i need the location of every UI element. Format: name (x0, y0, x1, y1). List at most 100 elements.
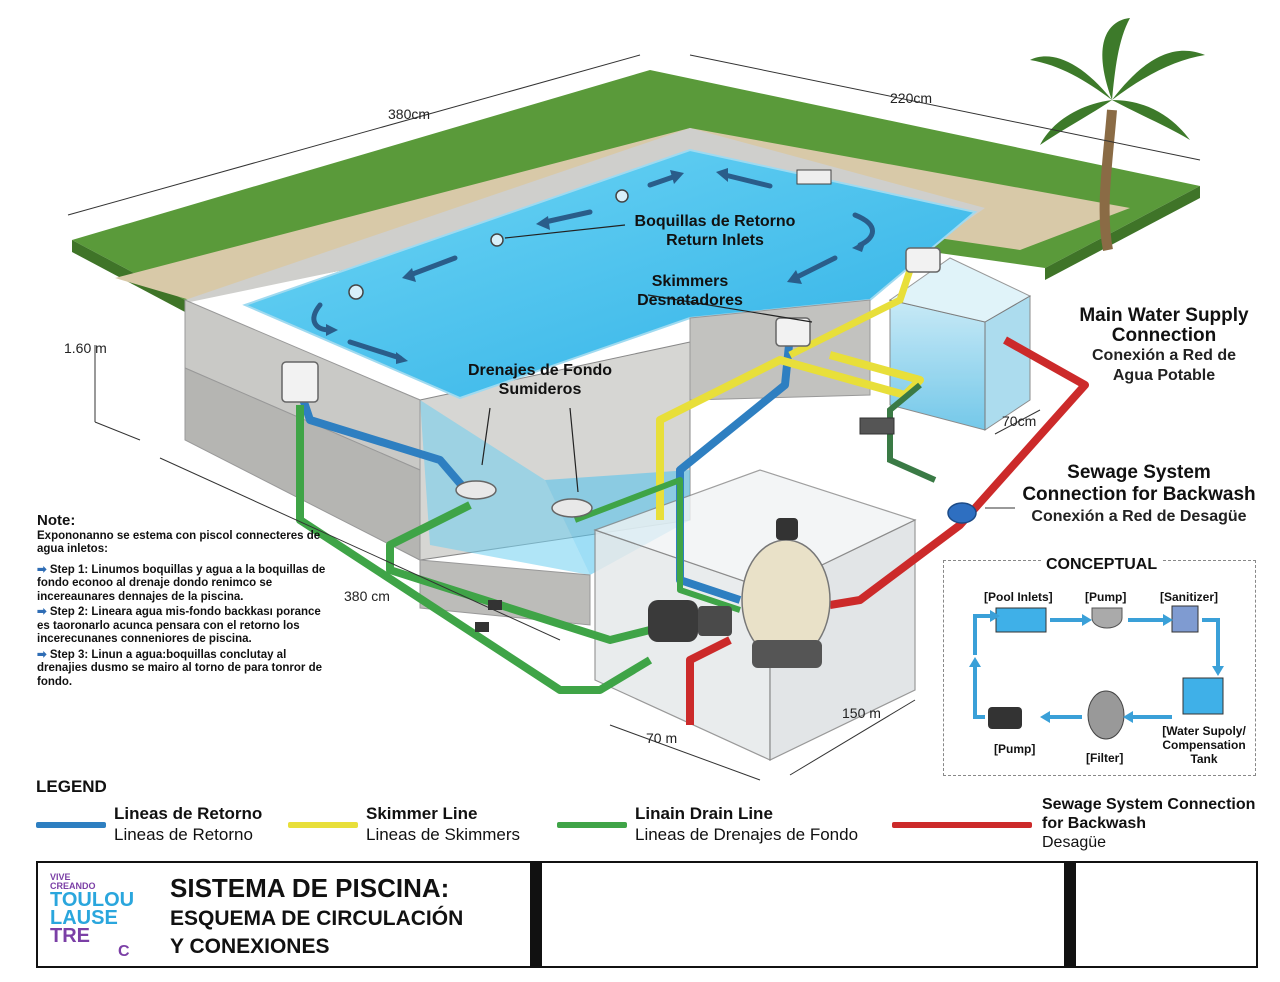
wall-skimmer-top (796, 169, 832, 185)
drain-pipe-3 (573, 477, 741, 613)
legend-drain-1: Linain Drain Line (635, 804, 773, 823)
legend-skimmer-1: Skimmer Line (366, 804, 478, 823)
supply-line-1: Main Water Supply (1079, 305, 1249, 326)
conceptual-title: CONCEPTUAL (1042, 556, 1162, 574)
conceptual-filter: [Filter] (1086, 751, 1124, 765)
title-separator-2 (1064, 863, 1076, 966)
tank-front (889, 299, 986, 431)
leader-lines (481, 224, 813, 493)
note-step-3-text: Step 3: Linun a agua:boquillas conclutay… (37, 648, 323, 688)
legend-skimmer-2: Lineas de Skimmers (366, 825, 521, 844)
arrow-right-icon: ➡ (37, 648, 50, 661)
return-pipe-left (296, 388, 474, 498)
main-drain-1 (455, 480, 497, 500)
skimmers-es: Desnatadores (637, 292, 743, 309)
main-drain-2 (551, 498, 593, 518)
drain-pipe-tank (887, 382, 937, 483)
legend-swatch-skimmer (288, 822, 358, 828)
sewage-pipe (829, 336, 1089, 609)
note-step-2: ➡ Step 2: Lineara agua mis-fondo backkas… (37, 606, 327, 647)
skimmer-left (281, 361, 319, 403)
logo-line-1: TOULOU (50, 889, 135, 911)
legend-swatch-drain (557, 822, 627, 828)
skimmer-pipe (656, 351, 924, 520)
conceptual-tank-1: [Water Supoly/ (1162, 724, 1246, 738)
logo-line-4: C (118, 943, 130, 960)
logo-small-1: VIVE (50, 872, 71, 882)
skimmer-pipe-2 (788, 268, 914, 359)
logo-small-2: CREANDO (50, 881, 96, 891)
sewage-callout: Sewage System Connection for Backwash Co… (1010, 462, 1268, 528)
skimmer-mid (775, 317, 811, 347)
return-inlets-en: Return Inlets (666, 232, 764, 249)
pump-motor (698, 606, 732, 636)
inlet-2 (490, 233, 504, 247)
sewage-pipe-down (686, 636, 732, 725)
conceptual-sanitizer: [Sanitizer] (1160, 590, 1219, 604)
note-title: Note: (37, 512, 76, 529)
logo: VIVE CREANDO TOULOU LAUSE TRE C (50, 872, 160, 960)
pump-body (648, 600, 698, 642)
dim-equip-width: 70 m (646, 730, 678, 746)
legend-sewage-3: Desagüe (1042, 834, 1107, 851)
dim-top-right: 220cm (890, 90, 933, 106)
water-body (420, 400, 590, 575)
conceptual-tank: [Water Supoly/ Compensation Tank (1156, 724, 1252, 766)
legend-drain-2: Lineas de Drenajes de Fondo (635, 825, 859, 844)
arrow-right-icon: ➡ (37, 606, 50, 618)
valve-2 (475, 622, 489, 632)
dim-depth: 1.60 m (64, 340, 107, 356)
conceptual-tank-2: Compensation (1162, 738, 1246, 752)
supply-callout: Main Water Supply Connection Conexión a … (1062, 306, 1266, 386)
legend-sewage-1: Sewage System Connection (1042, 796, 1256, 813)
inlet-1 (615, 189, 629, 203)
filter-base (752, 640, 822, 668)
legend-swatch-return (36, 822, 106, 828)
logo-line-3: TRE (50, 925, 90, 947)
skimmers-label: Skimmers Desnatadores (610, 272, 770, 310)
note-intro: Expononanno se estema con piscol connect… (37, 529, 321, 556)
note-step-2-text: Step 2: Lineara agua mis-fondo backkası … (37, 606, 321, 645)
conceptual-pump-top: [Pump] (1085, 590, 1127, 604)
return-inlets-es: Boquillas de Retorno (634, 213, 796, 230)
note-step-1-text: Step 1: Linumos boquillas y agua a la bo… (37, 563, 326, 603)
title-block: VIVE CREANDO TOULOU LAUSE TRE C SISTEMA … (36, 861, 1258, 968)
equipment-box-top (593, 469, 917, 591)
drains-line-2: Sumideros (498, 381, 582, 398)
note-step-3: ➡ Step 3: Linun a agua:boquillas conclut… (37, 649, 327, 690)
valve-1 (488, 600, 502, 610)
return-pipe-main (676, 334, 794, 604)
dim-bottom-left: 380 cm (344, 588, 390, 604)
legend-title: LEGEND (36, 777, 107, 796)
dim-equip-length: 150 m (842, 705, 881, 721)
return-inlets-label: Boquillas de Retorno Return Inlets (620, 212, 810, 250)
outer-wall-bottom (419, 559, 591, 626)
dim-tank: 70cm (1002, 413, 1037, 429)
filter-valve (776, 518, 798, 540)
supply-line-4: Agua Potable (1112, 367, 1216, 384)
sewage-line-3: Conexión a Red de Desagüe (1031, 508, 1247, 525)
conceptual-pool-inlets: [Pool Inlets] (984, 590, 1053, 604)
legend-swatch-sewage (892, 822, 1032, 828)
note-block: Note: Expononanno se estema con piscol c… (37, 512, 327, 690)
grass-edge-right (1045, 186, 1200, 280)
skimmers-en: Skimmers (651, 273, 729, 290)
inlet-3 (348, 284, 364, 300)
legend-sewage-2: for Backwash (1042, 815, 1147, 832)
floor-grate (859, 417, 895, 435)
dim-top-left: 380cm (388, 106, 431, 122)
arrow-right-icon: ➡ (37, 563, 50, 576)
drains-line-1: Drenajes de Fondo (467, 362, 613, 379)
palm-trunk (1099, 109, 1117, 251)
logo-line-2: LAUSE (50, 907, 118, 929)
palm-fronds (1030, 18, 1205, 145)
diagram-subtitle-1: ESQUEMA DE CIRCULACIÓN (170, 907, 464, 930)
drain-pipe-2 (386, 501, 651, 644)
sewage-line-1: Sewage System (1067, 462, 1211, 483)
sewage-line-2: Connection for Backwash (1022, 484, 1256, 505)
supply-line-3: Conexión a Red de (1091, 347, 1237, 364)
title-separator-1 (530, 863, 542, 966)
conceptual-tank-3: Tank (1190, 752, 1218, 766)
